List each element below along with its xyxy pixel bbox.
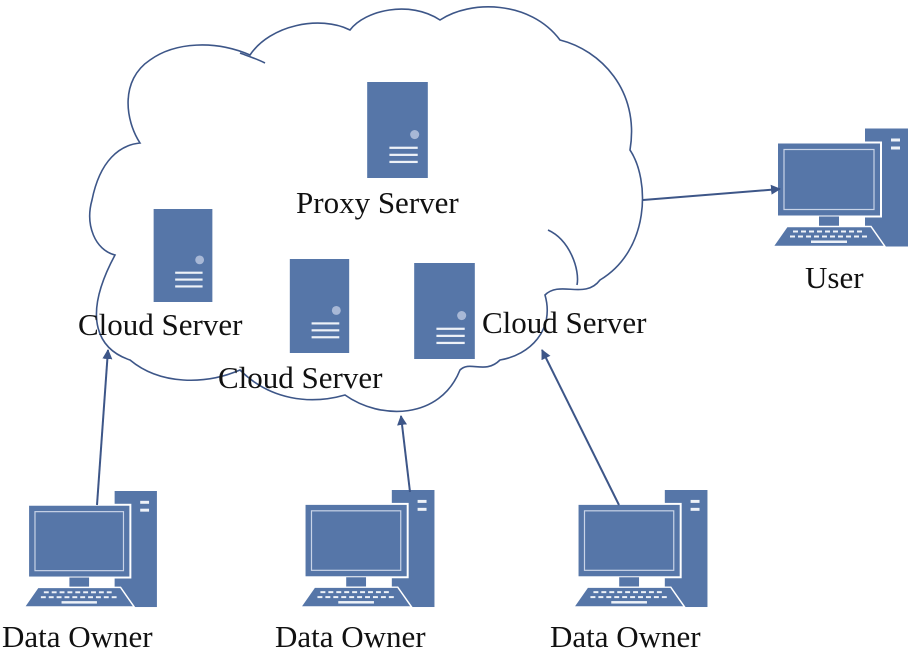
proxy-server-label: Proxy Server xyxy=(296,185,459,220)
edge-cloud-to-user xyxy=(642,184,781,201)
user-label: User xyxy=(805,260,864,295)
data-owner-1-computer-icon[interactable] xyxy=(23,491,158,609)
cloud-shape xyxy=(88,6,644,413)
edge-owner2-to-cloud xyxy=(397,415,411,493)
user-computer-icon[interactable] xyxy=(773,128,910,248)
data-owner-2-label: Data Owner xyxy=(275,619,426,654)
data-owner-3-computer-icon[interactable] xyxy=(573,490,709,609)
cloud-server-1-label: Cloud Server xyxy=(78,307,243,342)
edge-owner1-to-cloud xyxy=(96,349,113,506)
edge-owner3-to-cloud xyxy=(541,349,620,506)
cloud-server-1-icon[interactable] xyxy=(153,209,213,302)
data-owner-3-label: Data Owner xyxy=(550,619,701,654)
data-owner-1-label: Data Owner xyxy=(2,619,153,654)
data-owner-2-computer-icon[interactable] xyxy=(300,490,436,609)
proxy-server-icon[interactable] xyxy=(367,82,428,178)
cloud-server-2-icon[interactable] xyxy=(289,259,350,353)
cloud-server-3-label: Cloud Server xyxy=(482,305,647,340)
cloud-server-3-icon[interactable] xyxy=(414,263,475,359)
cloud-server-2-label: Cloud Server xyxy=(218,360,383,395)
